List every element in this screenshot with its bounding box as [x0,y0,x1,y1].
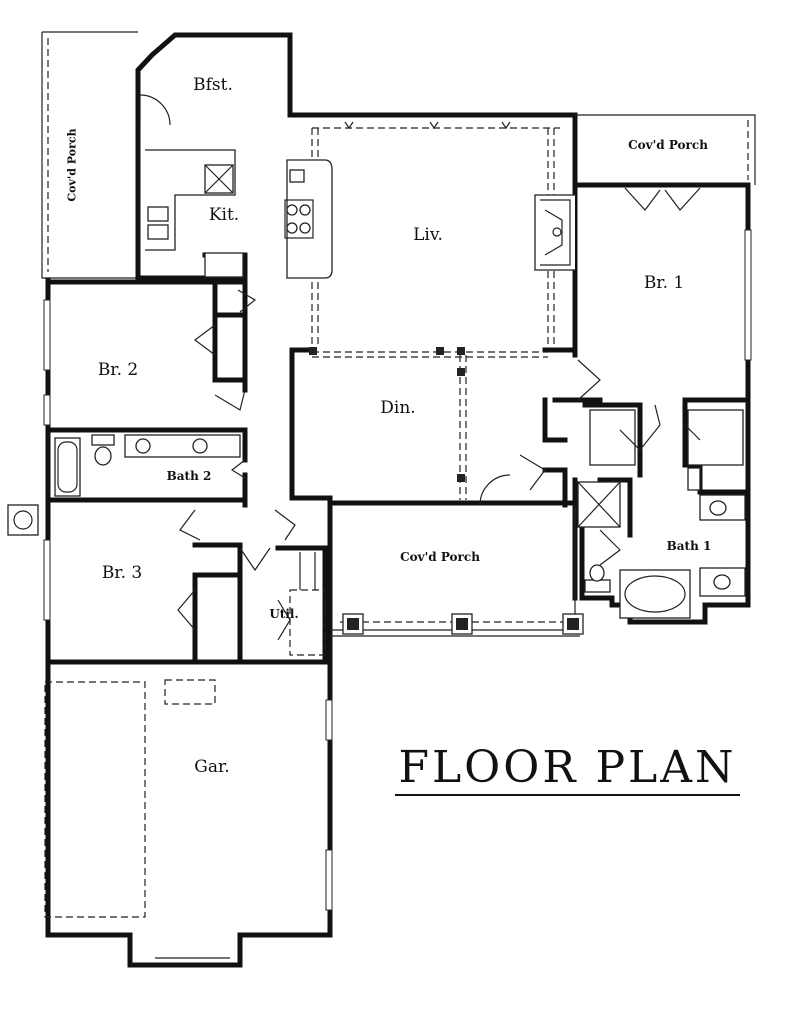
room-label-bedroom2: Br. 2 [97,360,139,380]
northeast-porch-outline [575,114,756,185]
room-label-west-porch: Cov'd Porch [65,128,79,202]
room-label-dining: Din. [380,398,416,418]
utility-fixtures [274,509,326,656]
dining-doors [479,454,546,506]
kitchen-fixtures [139,94,333,279]
garage-details [44,679,333,959]
room-label-bedroom3: Br. 3 [101,563,143,583]
room-label-front-porch: Cov'd Porch [400,550,480,564]
room-label-bedroom1: Br. 1 [643,273,685,293]
room-label-utility: Util. [269,607,299,621]
room-label-kitchen: Kit. [208,205,240,225]
fireplace [534,194,575,271]
west-porch-outline [41,31,138,279]
bedroom3-doors [7,504,271,631]
room-label-garage: Gar. [194,757,230,777]
title-underline [395,794,740,796]
living-door-marks [344,121,511,130]
beam-lines [311,127,560,500]
plan-title: FLOOR PLAN [398,742,737,793]
bedroom2-doors [43,289,257,426]
room-label-bath2: Bath 2 [166,469,212,483]
posts [309,347,465,482]
bedroom1-doors [577,187,752,401]
room-label-northeast-porch: Cov'd Porch [628,138,708,152]
room-label-living: Liv. [413,225,443,245]
front-porch [330,505,584,637]
bath1-fixtures [577,404,746,619]
bath2-fixtures [54,434,246,497]
room-label-breakfast: Bfst. [193,75,233,95]
room-label-bath1: Bath 1 [666,539,712,553]
